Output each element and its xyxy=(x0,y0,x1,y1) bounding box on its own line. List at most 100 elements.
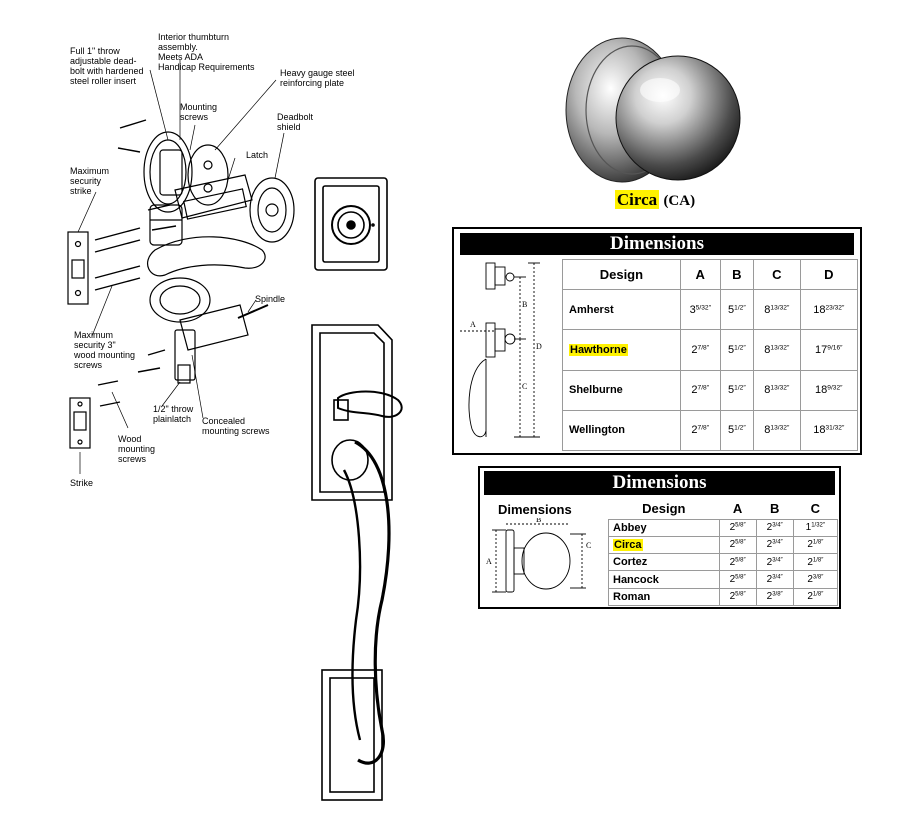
figure-letter-b: B xyxy=(522,300,527,309)
dimension-value: 11/32″ xyxy=(792,518,839,537)
inch-mark: ″ xyxy=(821,557,824,564)
dimension-whole: 8 xyxy=(764,384,771,397)
dimension-whole: 8 xyxy=(764,343,771,356)
callout-latch: Latch xyxy=(246,150,269,160)
inch-mark: ″ xyxy=(743,424,746,432)
inch-mark: ″ xyxy=(822,522,826,529)
design-name: Amherst xyxy=(569,303,614,316)
dimension-value: 189/32″ xyxy=(799,369,859,411)
dimension-value: 51/2″ xyxy=(719,409,755,452)
design-name: Wellington xyxy=(569,424,626,437)
dimension-whole: 2 xyxy=(766,539,773,551)
design-name-cell: Abbey xyxy=(608,518,720,537)
design-name: Hancock xyxy=(613,573,659,586)
dimension-whole: 2 xyxy=(807,539,813,551)
design-name-cell: Hawthorne xyxy=(562,329,681,371)
design-name-cell: Shelburne xyxy=(562,369,681,411)
dimension-whole: 2 xyxy=(729,539,736,551)
design-name-cell: Cortez xyxy=(608,553,720,572)
design-name: Abbey xyxy=(613,521,647,534)
dimension-whole: 8 xyxy=(764,424,771,437)
figure-letter-d: D xyxy=(536,342,542,351)
exploded-view-diagram: Full 1" throw adjustable dead- bolt with… xyxy=(0,0,313,500)
design-name: Shelburne xyxy=(569,384,623,397)
inch-mark: ″ xyxy=(706,384,710,392)
header-d: D xyxy=(799,259,859,290)
dimension-value: 23/4″ xyxy=(755,518,794,537)
dimension-value: 51/2″ xyxy=(719,288,755,331)
dimensions-figure-label: Dimensions xyxy=(498,502,572,517)
dimension-fraction: 5/8 xyxy=(735,557,744,564)
inch-mark: ″ xyxy=(743,592,746,599)
inch-mark: ″ xyxy=(786,304,790,311)
dimension-whole: 8 xyxy=(764,303,771,316)
inch-mark: ″ xyxy=(743,304,746,311)
dimension-value: 23/8″ xyxy=(755,587,794,607)
dimension-value: 25/8″ xyxy=(718,535,757,555)
figure-letter-b: B xyxy=(536,518,541,524)
figure-letter-a: A xyxy=(470,320,476,329)
dimension-fraction: 5/8 xyxy=(735,522,744,529)
dimension-value: 23/8″ xyxy=(792,570,839,589)
table-header-row: Design A B C D xyxy=(562,259,859,290)
header-a: A xyxy=(679,259,721,290)
inch-mark: ″ xyxy=(706,424,710,432)
knob-dimension-figure: A B C xyxy=(486,518,591,593)
dimension-whole: 2 xyxy=(766,591,773,603)
dimension-value: 179/16″ xyxy=(799,329,859,371)
callout-plainlatch: 1/2" throw plainlatch xyxy=(153,404,194,424)
dimension-fraction: 1/2 xyxy=(734,424,744,432)
callout-reinforcing-plate-visible: Heavy gauge steel reinforcing plate xyxy=(280,68,355,88)
dimension-value: 21/8″ xyxy=(792,587,839,607)
inch-mark: ″ xyxy=(743,557,746,564)
dimension-whole: 3 xyxy=(689,303,696,316)
dimension-fraction: 7/8 xyxy=(697,344,707,352)
figure-letter-c: C xyxy=(586,541,591,550)
design-name: Hawthorne xyxy=(569,343,628,356)
dimension-value: 25/8″ xyxy=(718,553,757,572)
inch-mark: ″ xyxy=(821,592,824,599)
dimension-whole: 2 xyxy=(807,591,813,603)
dimension-value: 25/8″ xyxy=(718,570,757,589)
dimension-fraction: 13/32 xyxy=(770,344,787,352)
inch-mark: ″ xyxy=(786,424,790,432)
header-c: C xyxy=(753,259,801,290)
header-b: B xyxy=(719,259,755,290)
handleset-dimensions-panel: Dimensions A B C D xyxy=(452,227,862,455)
dimension-whole: 17 xyxy=(815,343,828,356)
design-name-cell: Roman xyxy=(608,587,720,607)
dimension-whole: 2 xyxy=(766,556,773,568)
dimension-fraction: 1/8 xyxy=(812,557,822,564)
inch-mark: ″ xyxy=(743,540,746,547)
inch-mark: ″ xyxy=(743,522,746,529)
dimension-whole: 5 xyxy=(728,424,735,437)
dimension-value: 813/32″ xyxy=(753,409,801,452)
dimension-value: 27/8″ xyxy=(679,329,721,371)
dimension-fraction: 1/8 xyxy=(812,540,822,547)
dimension-value: 813/32″ xyxy=(753,369,801,411)
dimension-value: 813/32″ xyxy=(753,329,801,371)
dimension-fraction: 3/4 xyxy=(772,540,781,547)
dimension-whole: 1 xyxy=(805,522,812,534)
dimension-fraction: 7/8 xyxy=(697,424,707,432)
dimension-fraction: 1/2 xyxy=(734,304,744,311)
dimension-whole: 2 xyxy=(766,574,773,586)
design-name-cell: Hancock xyxy=(608,570,720,589)
design-name-cell: Circa xyxy=(608,535,720,555)
dimension-fraction: 5/8 xyxy=(735,540,744,547)
header-b: B xyxy=(769,501,780,517)
dimension-value: 21/8″ xyxy=(792,553,839,572)
inch-mark: ″ xyxy=(821,574,824,581)
dimension-fraction: 13/32 xyxy=(770,304,787,311)
inch-mark: ″ xyxy=(786,384,790,392)
dimension-fraction: 3/4 xyxy=(772,557,781,564)
dimension-whole: 2 xyxy=(807,574,813,586)
dimension-value: 23/4″ xyxy=(755,570,794,589)
inch-mark: ″ xyxy=(840,384,843,392)
dimension-value: 23/4″ xyxy=(755,535,794,555)
